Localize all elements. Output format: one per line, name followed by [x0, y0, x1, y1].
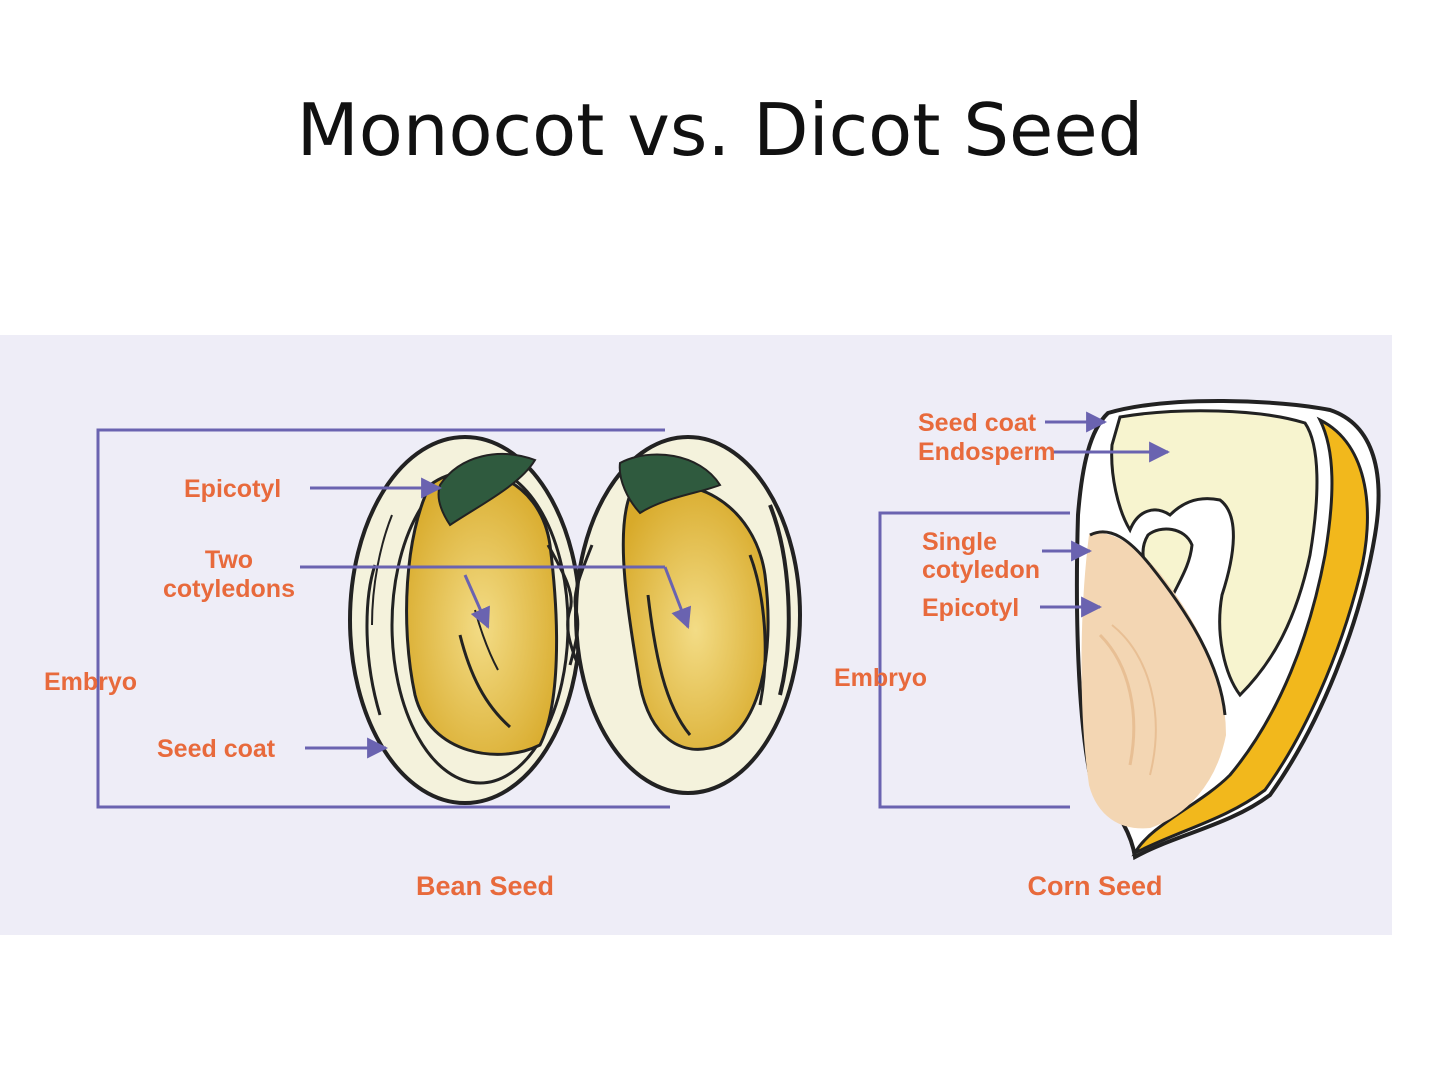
bean-seed-illustration: [96, 428, 802, 809]
bean-left-epicotyl: [437, 453, 537, 527]
corn-single-cotyledon-label-line2: cotyledon: [922, 556, 1040, 584]
seed-diagram-figure: Epicotyl Two cotyledons Embryo Seed coat…: [0, 335, 1440, 935]
bean-epicotyl-label: Epicotyl: [184, 475, 281, 503]
bean-two-cotyledons-label-line2: cotyledons: [163, 575, 295, 603]
slide-title: Monocot vs. Dicot Seed: [296, 88, 1144, 172]
bean-embryo-bracket: [96, 428, 670, 809]
corn-embryo: [1081, 533, 1227, 829]
corn-pericarp: [1131, 416, 1369, 857]
bean-seed-coat-label: Seed coat: [157, 735, 276, 763]
corn-endosperm: [1110, 409, 1319, 698]
corn-embryo-bracket: [878, 511, 1070, 809]
bean-embryo-label: Embryo: [44, 668, 137, 696]
bean-two-cotyledons-label-line1: Two: [205, 546, 253, 574]
bean-right-epicotyl: [618, 453, 722, 515]
corn-embryo-label: Embryo: [834, 664, 927, 692]
seed-diagram: Epicotyl Two cotyledons Embryo Seed coat…: [0, 335, 1392, 935]
corn-seed-coat-label: Seed coat: [918, 409, 1037, 437]
bean-right-cotyledon: [621, 483, 770, 751]
corn-epicotyl-label: Epicotyl: [922, 594, 1019, 622]
corn-endosperm-label: Endosperm: [918, 438, 1056, 466]
bean-seed-caption: Bean Seed: [416, 871, 554, 901]
corn-seed-caption: Corn Seed: [1027, 871, 1162, 901]
corn-single-cotyledon-label-line1: Single: [922, 528, 997, 556]
corn-seed-illustration: [878, 399, 1381, 861]
